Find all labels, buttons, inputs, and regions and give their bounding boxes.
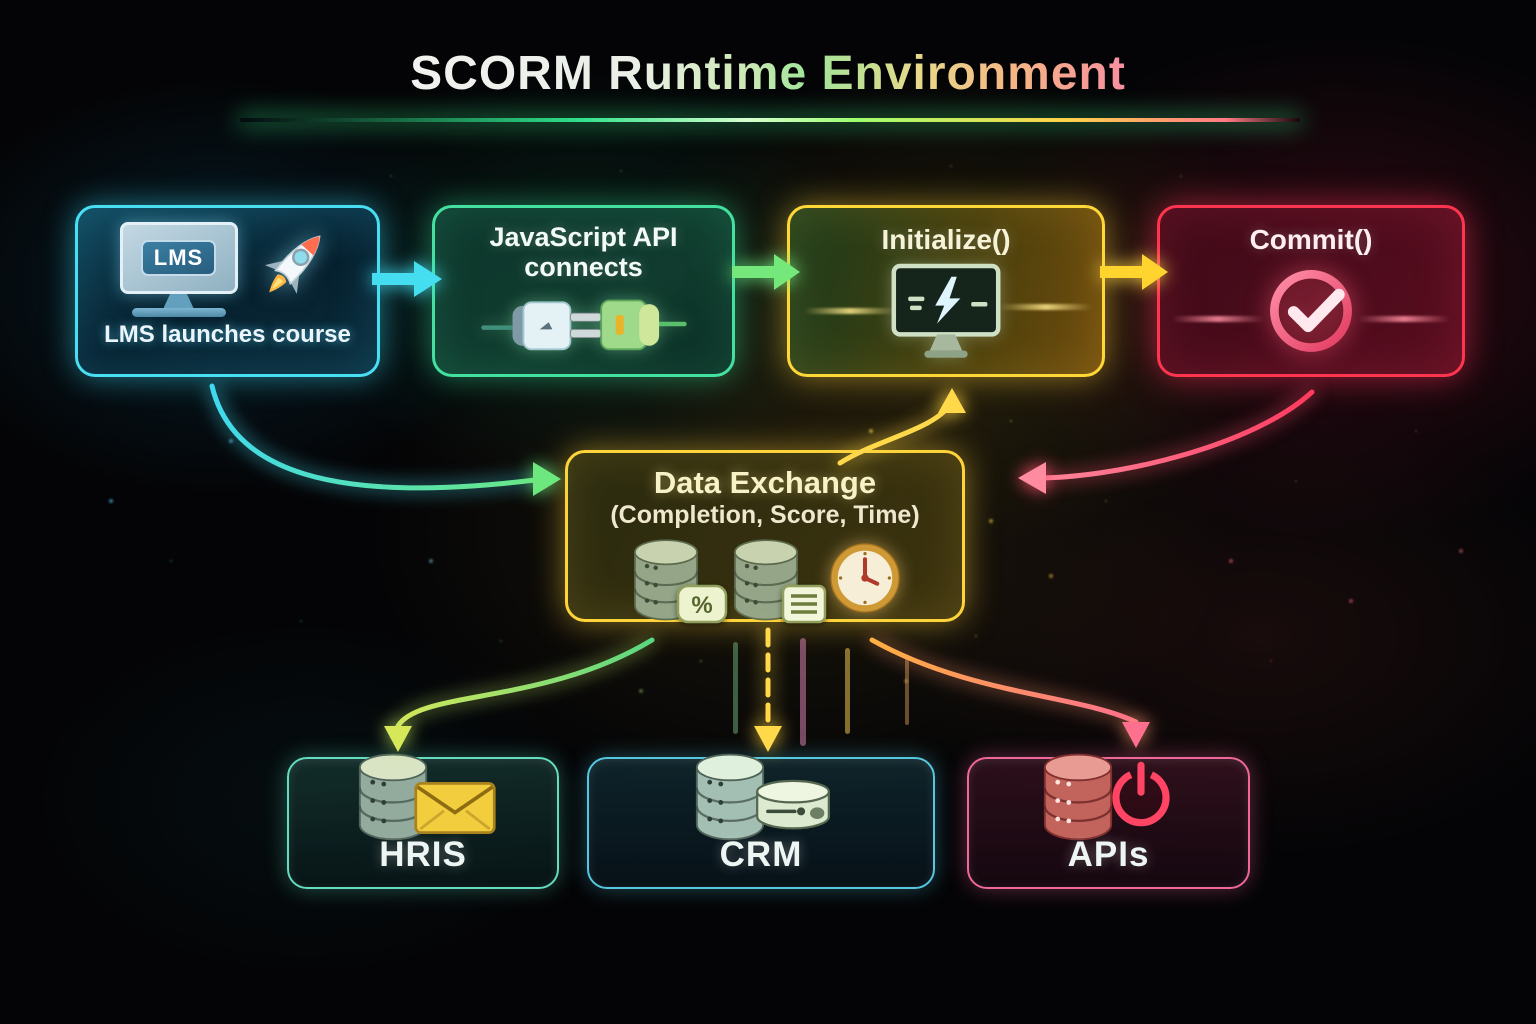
initialize-label: Initialize() — [881, 224, 1011, 255]
light-streak — [1000, 304, 1092, 310]
apis-label: APIs — [1067, 835, 1150, 874]
lms-icon-row: LMS — [78, 208, 377, 317]
database-icon — [695, 753, 765, 841]
lms-screen-label: LMS — [140, 240, 217, 276]
power-icon — [1111, 761, 1170, 827]
plug-icon — [480, 300, 687, 351]
apis-icon-group — [1034, 749, 1184, 843]
monitor-icon: LMS — [119, 222, 238, 317]
node-crm: CRM — [587, 753, 935, 889]
light-streak — [733, 642, 738, 734]
check-circle-icon — [1270, 269, 1352, 352]
header: SCORM Runtime Environment — [0, 46, 1536, 101]
arrowhead-dataexchange-to-initialize — [938, 388, 966, 413]
rocket-icon — [264, 235, 320, 294]
arrow-dataexchange-to-hris — [395, 637, 655, 729]
disk-icon — [756, 779, 830, 830]
node-commit: Commit() — [1157, 205, 1465, 377]
database-doc-icon — [726, 535, 827, 628]
crm-label: CRM — [719, 835, 803, 874]
clock-icon — [830, 543, 900, 613]
node-apis: APIs — [967, 753, 1250, 889]
document-badge-icon — [781, 584, 827, 624]
database-icon — [733, 539, 799, 621]
database-percent-icon: % — [626, 535, 728, 628]
node-hris: HRIS — [287, 753, 559, 889]
page-title: SCORM Runtime Environment — [410, 47, 1126, 100]
arrow-lms-to-dataexchange — [209, 383, 538, 491]
crm-icon-group — [686, 749, 836, 843]
node-data-exchange: Data Exchange (Completion, Score, Time) … — [565, 450, 965, 624]
data-exchange-subtitle: (Completion, Score, Time) — [610, 501, 920, 529]
arrowhead-dataexchange-to-apis — [1122, 722, 1150, 748]
node-js-api: JavaScript API connects — [432, 205, 735, 377]
monitor-base — [131, 308, 226, 317]
monitor-stand — [163, 294, 194, 308]
light-streak — [800, 638, 806, 746]
svg-text:%: % — [691, 592, 712, 619]
background-sparkles — [0, 0, 2, 2]
node-initialize: Initialize() — [787, 205, 1105, 377]
arrowhead-lms-to-dataexchange — [533, 462, 561, 496]
data-exchange-icon-row: % — [568, 535, 962, 628]
title-underline-glow — [240, 118, 1300, 122]
arrow-commit-to-dataexchange — [1023, 389, 1315, 481]
light-streak — [804, 308, 896, 314]
data-exchange-title: Data Exchange — [653, 465, 877, 500]
light-streak — [845, 648, 850, 734]
monitor-screen: LMS — [119, 222, 238, 294]
light-streak — [1358, 316, 1450, 322]
light-streak — [1172, 316, 1264, 322]
node-lms: LMS LMS launches course — [75, 205, 380, 377]
database-icon — [358, 753, 428, 841]
light-streak — [905, 655, 909, 725]
percent-badge-icon: % — [676, 584, 728, 624]
hris-icon-group — [349, 749, 497, 843]
commit-label: Commit() — [1249, 224, 1373, 255]
hris-label: HRIS — [379, 835, 467, 874]
lms-caption: LMS launches course — [104, 321, 351, 348]
js-api-label: JavaScript API connects — [489, 222, 678, 283]
envelope-icon — [414, 781, 496, 835]
arrow-dataexchange-to-apis — [869, 637, 1139, 725]
arrowhead-commit-to-dataexchange — [1018, 462, 1046, 494]
database-icon — [1043, 753, 1112, 841]
terminal-monitor-icon — [891, 263, 1001, 358]
